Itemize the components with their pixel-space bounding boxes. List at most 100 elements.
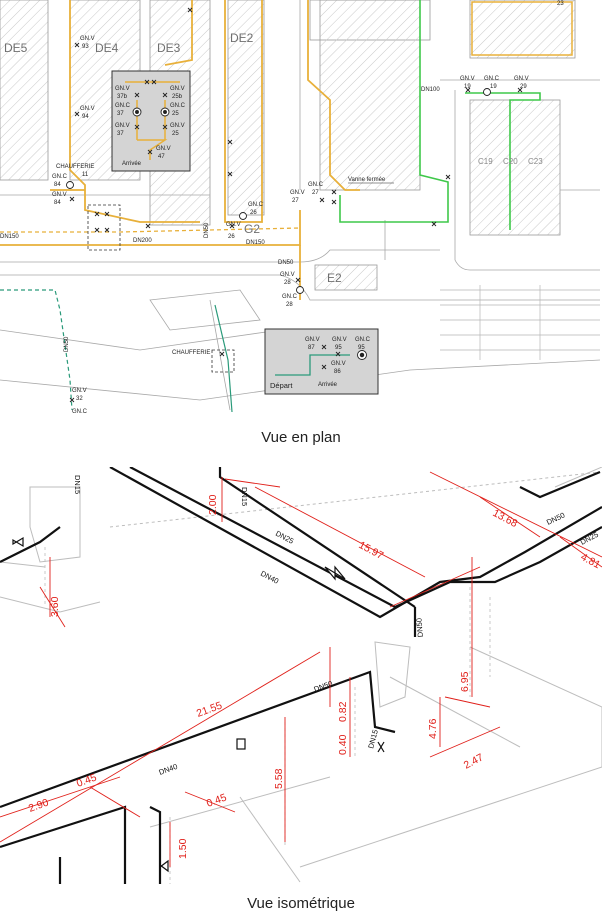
valve-tag: GN.C xyxy=(248,202,264,208)
valve-tag: GN.V xyxy=(290,190,305,196)
valve-tag: 93 xyxy=(82,44,89,50)
valve-tag: 26 xyxy=(228,234,235,240)
heating-network xyxy=(339,0,541,230)
valve-tag: GN.V xyxy=(280,272,295,278)
valve-tag: 25 xyxy=(172,131,179,137)
arrivee-label-1: Arrivée xyxy=(122,161,142,167)
valve-tag: 84 xyxy=(54,200,61,206)
valve-symbols xyxy=(69,7,523,403)
pipe-label-dn25: DN25 xyxy=(579,530,600,547)
valve-tag: 26 xyxy=(250,210,257,216)
valve-tag: GN.V xyxy=(156,146,171,152)
pipe-label-dn25: DN25 xyxy=(274,529,295,546)
valve-tag: 95 xyxy=(335,345,342,351)
valve-tag: 47 xyxy=(158,154,165,160)
pipe-label-dn15: DN15 xyxy=(73,475,82,494)
dimension-value: 1.50 xyxy=(177,838,189,859)
isometric-caption: Vue isométrique xyxy=(247,895,355,912)
valve-tag: GN.V xyxy=(115,86,130,92)
dimension-value: 2.90 xyxy=(27,796,50,814)
valve-tag: 27 xyxy=(312,190,319,196)
dn-label: DN50 xyxy=(204,222,210,238)
valve-tag: 32 xyxy=(76,396,83,402)
building-central xyxy=(319,0,421,191)
pipe-label-dn50: DN50 xyxy=(414,618,425,638)
valve-tag: GN.V xyxy=(115,123,130,129)
structure xyxy=(0,467,602,883)
plan-caption: Vue en plan xyxy=(261,429,341,446)
building-label-de4: DE4 xyxy=(95,41,119,55)
dn-label: DN200 xyxy=(133,238,152,244)
pipe-labels: DN15 DN15 DN15 DN25 DN40 DN40 DN50 DN50 … xyxy=(73,475,600,777)
valve-tag: 37 xyxy=(117,131,124,137)
valve-tag: GN.V xyxy=(72,388,87,394)
pipe-label-dn40: DN40 xyxy=(158,762,179,777)
inset-chaufferie xyxy=(264,328,379,395)
valve-tag: GN.V xyxy=(305,337,320,343)
plan-drawing: DE5 DE4 DE3 DE2 G2 E2 C19 C20 C23 23 CHA… xyxy=(0,0,601,415)
dimension-value: 6.95 xyxy=(459,671,471,692)
dimension-value: 0.82 xyxy=(337,701,349,722)
building-c19 xyxy=(469,99,561,236)
valve-tag: 86 xyxy=(334,369,341,375)
chaufferie-num: 11 xyxy=(82,172,89,178)
dimension-value: 3.60 xyxy=(49,596,61,617)
dn-label: DN150 xyxy=(0,234,19,240)
dimension-value: 5.58 xyxy=(273,768,285,789)
valve-tag: GN.V xyxy=(331,361,346,367)
isometric-view: DN15 DN15 DN15 DN25 DN40 DN40 DN50 DN50 … xyxy=(0,467,602,884)
gas-network xyxy=(0,0,360,300)
dimension-value: 4.76 xyxy=(427,718,439,739)
dimension-value: 15.97 xyxy=(357,539,386,562)
valve-tag: 87 xyxy=(308,345,315,351)
valve-tag: GN.C xyxy=(72,409,88,415)
valve-tag: GN.C xyxy=(115,103,131,109)
roads xyxy=(0,0,601,411)
building-label-de2: DE2 xyxy=(230,31,254,45)
valve-tag: 25 xyxy=(172,111,179,117)
building-label-de5: DE5 xyxy=(4,41,28,55)
pipe-label-dn15: DN15 xyxy=(366,729,380,750)
depart-label: Départ xyxy=(270,381,293,390)
isometric-drawing: DN15 DN15 DN15 DN25 DN40 DN40 DN50 DN50 … xyxy=(0,467,602,884)
building-de5 xyxy=(0,0,49,181)
building-label-e2: E2 xyxy=(327,271,342,285)
dimension-value: 0.45 xyxy=(75,771,98,789)
chaufferie-label-1: CHAUFFERIE xyxy=(56,164,94,170)
dn-label: DN50 xyxy=(64,336,70,352)
valve-tag: GN.C xyxy=(484,76,500,82)
valve-tag: 25b xyxy=(172,94,183,100)
dn-label: DN100 xyxy=(421,87,440,93)
inset-de3 xyxy=(111,70,191,172)
building-label-c19: C19 xyxy=(478,157,493,166)
dimension-value: 2.00 xyxy=(207,494,219,515)
pipe-label-dn15: DN15 xyxy=(240,487,249,506)
valve-tag: GN.V xyxy=(460,76,475,82)
valve-tag: GN.V xyxy=(80,106,95,112)
valve-tag: GN.C xyxy=(355,337,371,343)
valve-tag: 27 xyxy=(292,198,299,204)
valve-tag: GN.V xyxy=(52,192,67,198)
dimension-value: 4.81 xyxy=(579,551,602,571)
valve-tag: GN.V xyxy=(170,86,185,92)
building-label-g2: G2 xyxy=(244,222,260,236)
valve-tag: 84 xyxy=(54,182,61,188)
valve-tag: 37 xyxy=(117,111,124,117)
dimension-values: 2.00 3.60 15.97 13.68 4.81 6.95 4.76 2.4… xyxy=(27,494,602,859)
chaufferie-label-2: CHAUFFERIE xyxy=(172,350,210,356)
dimension-value: 13.68 xyxy=(491,507,520,530)
pipe-label-dn50: DN50 xyxy=(545,511,566,527)
valve-tag: GN.V xyxy=(226,222,241,228)
valve-tag: 28 xyxy=(286,302,293,308)
dimension-lines xyxy=(0,471,602,867)
dimension-value: 2.47 xyxy=(462,751,486,771)
vanne-fermee-label: Vanne fermée xyxy=(348,177,386,183)
valve-tag: GN.V xyxy=(514,76,529,82)
building-label-de3: DE3 xyxy=(157,41,181,55)
dimension-value: 21.55 xyxy=(195,700,224,720)
valve-tag: GN.V xyxy=(170,123,185,129)
buildings xyxy=(0,0,576,291)
parking-area xyxy=(440,285,600,360)
dn-label: DN150 xyxy=(246,240,265,246)
dimension-value: 0.45 xyxy=(205,791,228,809)
